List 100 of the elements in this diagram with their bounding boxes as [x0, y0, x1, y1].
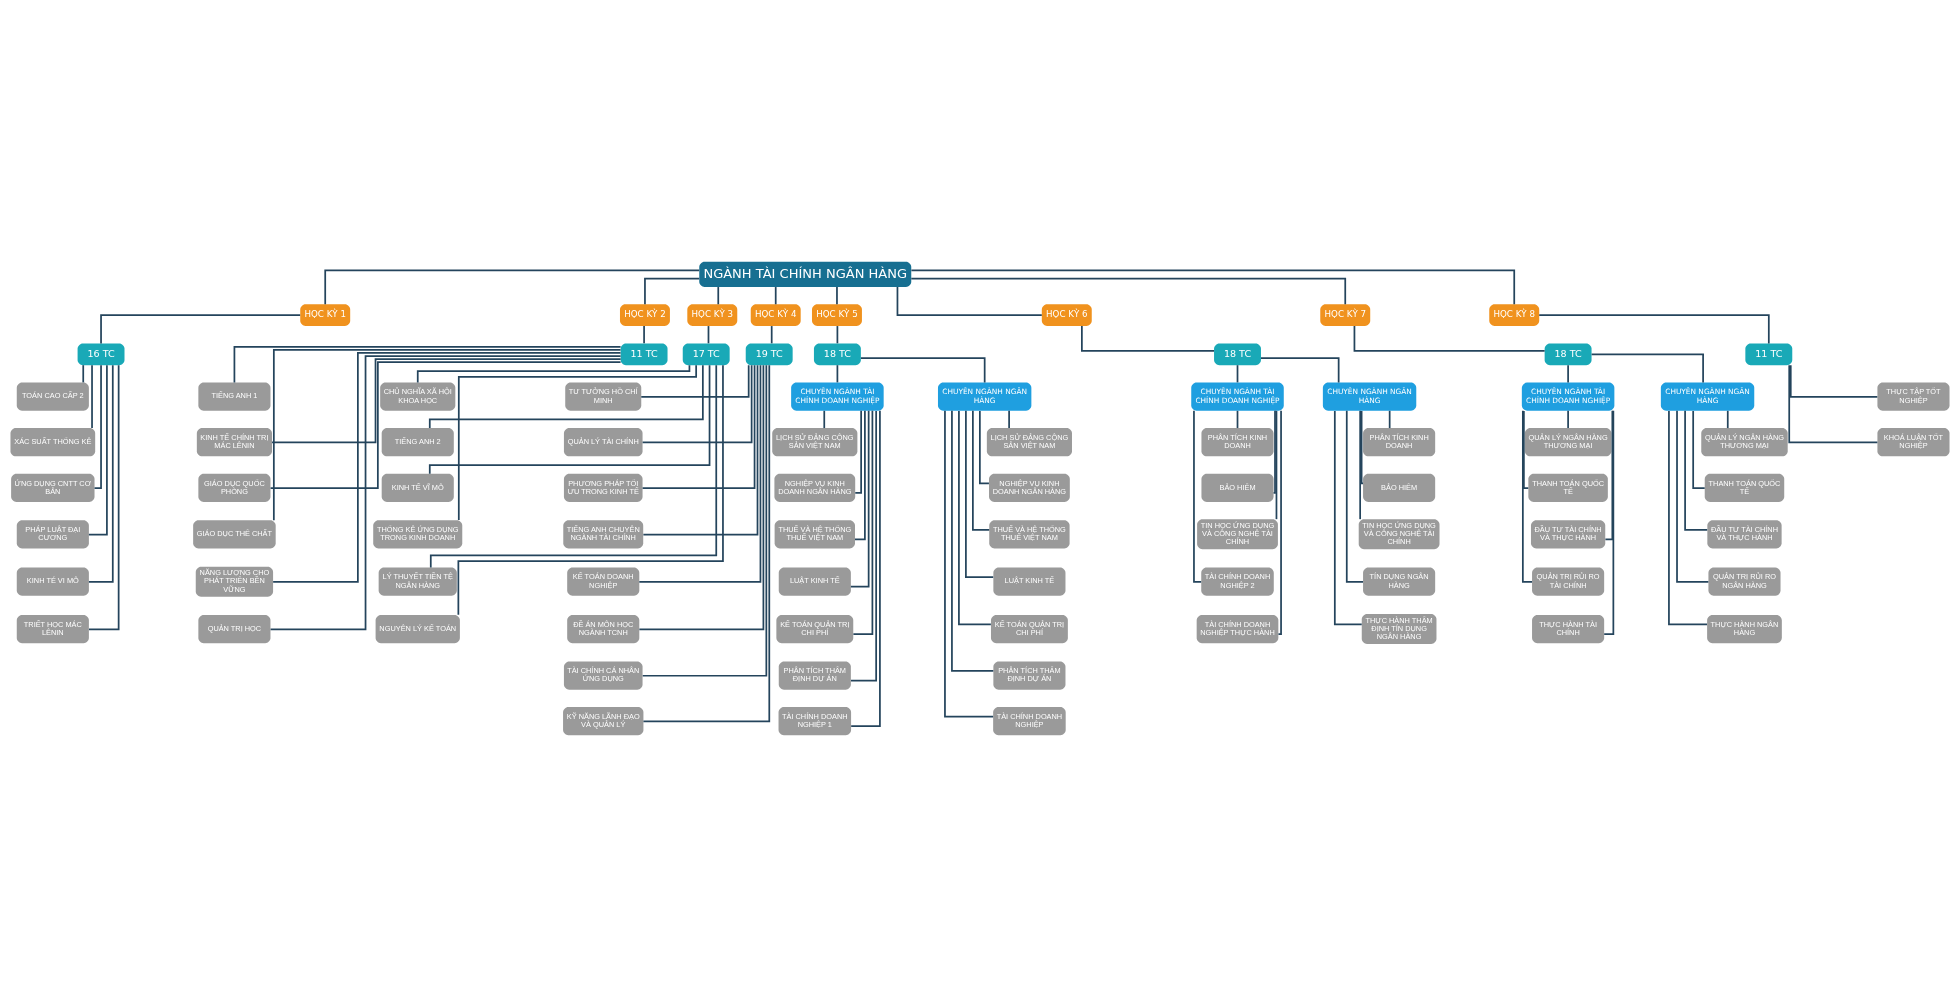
node-box: 18 TC: [1544, 343, 1592, 366]
node-box: KẾ TOÁN DOANH NGHIỆP: [567, 567, 640, 596]
node-box: QUẢN LÝ NGÂN HÀNG THƯƠNG MẠI: [1524, 428, 1612, 457]
connector: [269, 361, 622, 489]
node-box: PHÂN TÍCH THẨM ĐỊNH DỰ ÁN: [778, 661, 851, 690]
connector: [1523, 410, 1530, 489]
node-box: ĐẦU TƯ TÀI CHÍNH VÀ THỰC HÀNH: [1707, 520, 1782, 549]
connector: [1388, 409, 1391, 429]
connector: [269, 355, 622, 631]
node-box: THỰC TẬP TỐT NGHIỆP: [1877, 382, 1950, 411]
node-box: KINH TẾ VĨ MÔ: [381, 473, 454, 502]
node-box: ĐẦU TƯ TÀI CHÍNH VÀ THỰC HÀNH: [1530, 520, 1606, 549]
node-box: ĐỀ ÁN MÔN HỌC NGÀNH TCNH: [567, 614, 640, 644]
connector: [1359, 410, 1362, 521]
node-box: KẾ TOÁN QUẢN TRỊ CHI PHÍ: [990, 614, 1068, 644]
connector: [641, 364, 753, 444]
connector: [1676, 410, 1710, 583]
node-box: PHÂN TÍCH KINH DOANH: [1363, 428, 1436, 457]
node-box: QUẢN LÝ NGÂN HÀNG THƯƠNG MẠI: [1701, 428, 1788, 457]
node-box: ỨNG DỤNG CNTT CƠ BẢN: [11, 473, 95, 502]
node-box: QUẢN LÝ TÀI CHÍNH: [563, 428, 643, 457]
connector: [638, 364, 765, 631]
connector: [416, 364, 691, 384]
connector: [457, 364, 697, 521]
node-box: THỐNG KÊ ỨNG DỤNG TRONG KINH DOANH: [373, 520, 463, 549]
connector: [642, 364, 771, 723]
connector: [972, 409, 991, 531]
connector: [910, 277, 1347, 306]
connector: [852, 409, 874, 635]
node-box: QUẢN TRỊ RỦI RO NGÂN HÀNG: [1708, 567, 1781, 596]
node-box: TÀI CHÍNH DOANH NGHIỆP 1: [778, 707, 852, 736]
connector: [1345, 410, 1364, 583]
node-box: THUẾ VÀ HỆ THỐNG THUẾ VIỆT NAM: [989, 520, 1070, 549]
connector: [641, 364, 756, 489]
node-box: NGÀNH TÀI CHÍNH NGÂN HÀNG: [699, 261, 912, 287]
connector: [640, 364, 750, 398]
node-box: KỸ NĂNG LÃNH ĐẠO VÀ QUẢN LÝ: [563, 707, 644, 736]
connector: [1353, 325, 1546, 352]
connector: [1260, 357, 1340, 384]
connector: [1275, 410, 1278, 521]
connector: [428, 364, 704, 429]
connector: [958, 410, 992, 626]
node-box: TIẾNG ANH 1: [198, 382, 271, 411]
connector: [643, 325, 645, 345]
connector: [1692, 410, 1706, 489]
connector: [91, 364, 93, 429]
connector: [233, 346, 622, 384]
connector: [979, 410, 990, 485]
connector: [644, 277, 701, 306]
node-box: BẢO HIỂM: [1201, 473, 1274, 502]
node-box: TƯ TƯỞNG HỒ CHÍ MINH: [565, 382, 642, 411]
node-box: PHÂN TÍCH THẨM ĐỊNH DỰ ÁN: [993, 661, 1066, 690]
node-box: THỰC HÀNH NGÂN HÀNG: [1707, 614, 1782, 644]
node-box: XÁC SUẤT THỐNG KÊ: [10, 428, 96, 457]
connector: [1272, 409, 1276, 494]
connector: [854, 409, 866, 541]
connector: [850, 409, 870, 588]
node-box: PHÁP LUẬT ĐẠI CƯƠNG: [16, 520, 89, 549]
connector: [93, 364, 102, 489]
node-box: TIẾNG ANH 2: [381, 428, 454, 457]
connector: [1604, 409, 1614, 541]
connector: [1522, 410, 1533, 583]
connector: [100, 314, 301, 345]
connector: [770, 325, 773, 345]
node-box: TÀI CHÍNH DOANH NGHIỆP THỰC HÀNH: [1196, 614, 1279, 644]
connector: [965, 409, 995, 578]
node-box: TÀI CHÍNH CÁ NHÂN ỨNG DỤNG: [563, 661, 643, 690]
node-box: 16 TC: [77, 343, 125, 366]
connector: [850, 409, 881, 727]
connector: [896, 286, 1043, 317]
connector: [638, 364, 762, 583]
node-box: TÍN DỤNG NGÂN HÀNG: [1363, 567, 1436, 596]
node-box: PHƯƠNG PHÁP TỐI ƯU TRONG KINH TẾ: [563, 473, 643, 502]
connector: [944, 409, 994, 718]
node-box: LUẬT KINH TẾ: [778, 567, 851, 596]
connector: [1360, 410, 1364, 485]
connector: [860, 357, 986, 384]
connector: [1333, 410, 1363, 626]
connector: [88, 364, 108, 536]
connector: [1193, 410, 1202, 583]
connector: [272, 349, 622, 522]
connector: [272, 352, 622, 583]
node-box: QUẢN TRỊ HỌC: [198, 614, 271, 644]
connector: [1538, 314, 1770, 345]
node-box: KẾ TOÁN QUẢN TRỊ CHI PHÍ: [776, 614, 854, 644]
connector: [1668, 410, 1708, 626]
node-box: THỰC HÀNH THẨM ĐỊNH TÍN DỤNG NGÂN HÀNG: [1361, 614, 1437, 645]
connector: [1684, 409, 1709, 531]
node-box: LỊCH SỬ ĐẢNG CỘNG SẢN VIỆT NAM: [986, 428, 1072, 457]
connector: [1603, 409, 1615, 635]
node-box: NGHIỆP VỤ KINH DOANH NGÂN HÀNG: [774, 473, 856, 502]
connector: [823, 409, 826, 429]
connector: [1277, 409, 1282, 635]
node-box: HỌC KỲ 6: [1041, 304, 1092, 327]
connector: [774, 286, 777, 306]
node-box: HỌC KỲ 4: [750, 304, 801, 327]
node-box: KINH TẾ CHÍNH TRỊ MÁC LÊNIN: [196, 428, 272, 457]
node-box: HỌC KỲ 5: [812, 304, 862, 327]
node-box: HỌC KỲ 3: [687, 304, 738, 327]
connector: [910, 269, 1516, 306]
